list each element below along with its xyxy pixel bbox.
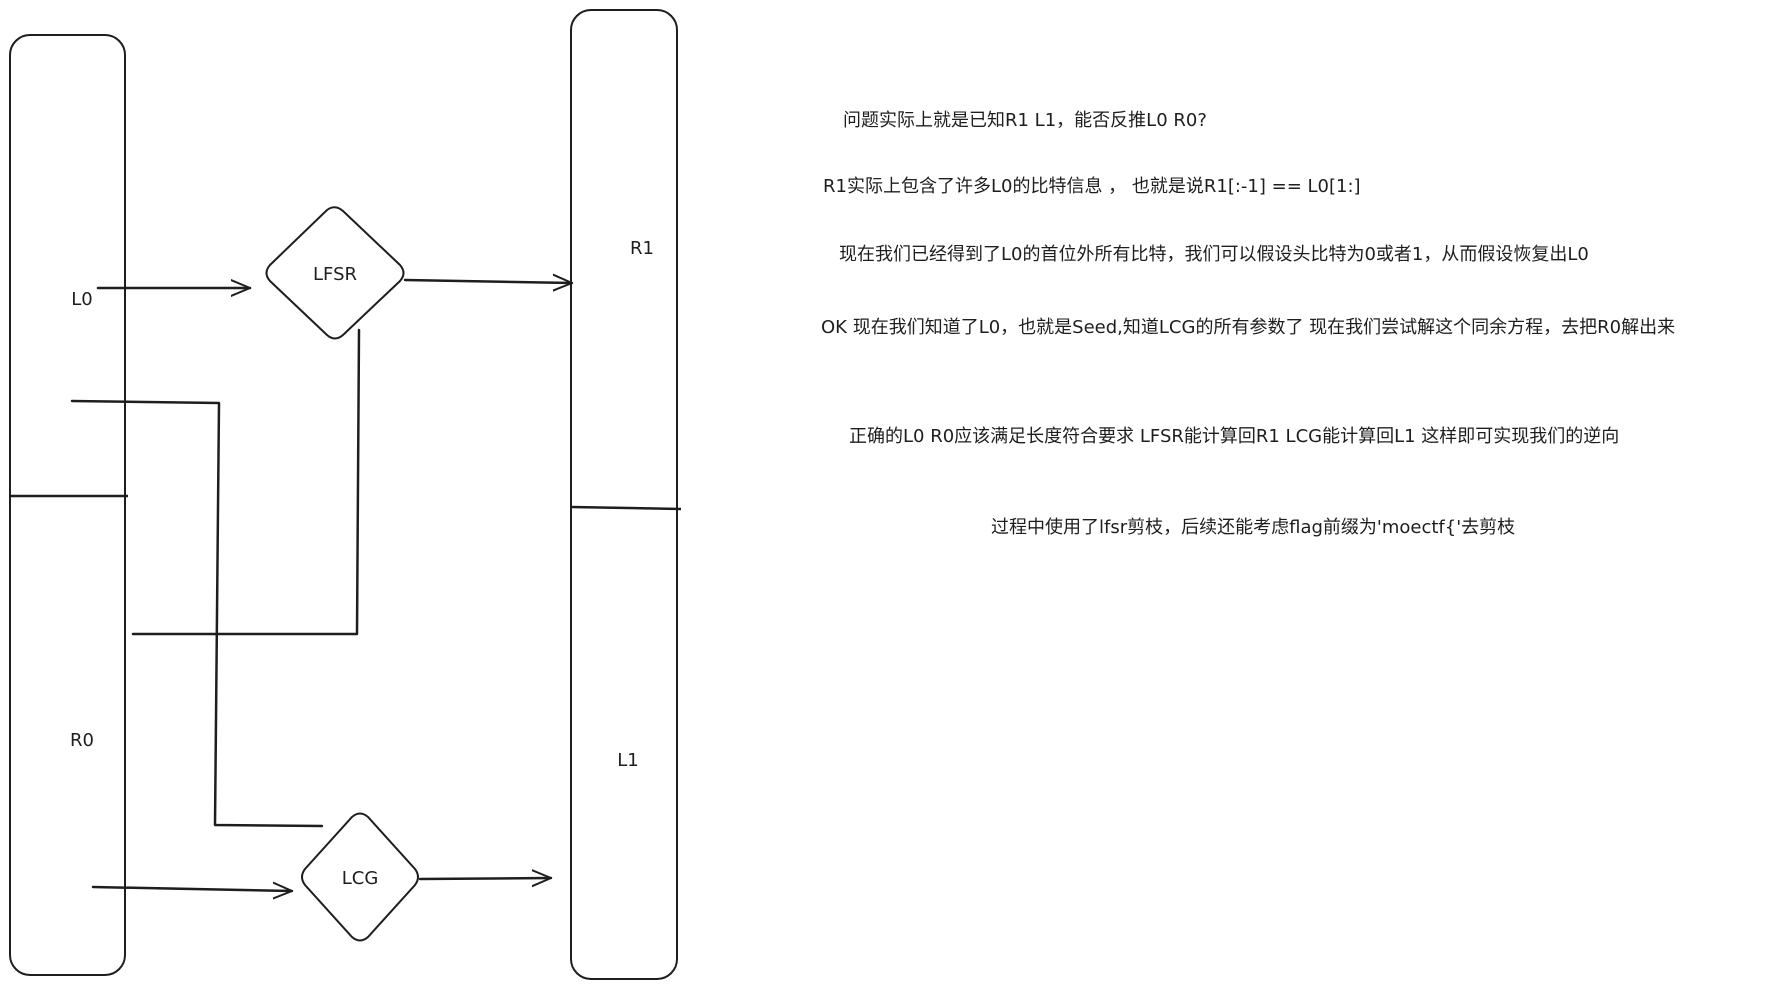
left-block: L0 R0	[9, 34, 128, 976]
right-bottom-label: L1	[617, 750, 638, 771]
lfsr-node: LFSR	[265, 206, 405, 340]
right-top-label: R1	[630, 238, 654, 259]
arrow-lcg-to-l1	[418, 878, 553, 879]
left-bottom-label: R0	[70, 730, 94, 751]
note-4: OK 现在我们知道了L0，也就是Seed,知道LCG的所有参数了 现在我们尝试解…	[821, 317, 1676, 338]
arrow-lfsr-to-r1	[403, 280, 574, 283]
note-2: R1实际上包含了许多L0的比特信息 ， 也就是说R1[:-1] == L0[1:…	[823, 176, 1361, 197]
right-block-divider	[570, 505, 682, 511]
left-top-label: L0	[71, 289, 92, 310]
lcg-node: LCG	[301, 812, 419, 942]
note-3: 现在我们已经得到了L0的首位外所有比特，我们可以假设头比特为0或者1，从而假设恢…	[839, 244, 1589, 265]
connector-l0-to-lcg	[70, 399, 324, 828]
note-1: 问题实际上就是已知R1 L1，能否反推L0 R0?	[843, 110, 1207, 131]
right-block: R1 L1	[570, 9, 682, 980]
lcg-label: LCG	[342, 868, 379, 889]
arrow-r0-to-lcg	[91, 887, 294, 891]
note-6: 过程中使用了lfsr剪枝，后续还能考虑flag前缀为'moectf{'去剪枝	[991, 517, 1516, 538]
connector-lfsr-to-r0	[131, 328, 361, 636]
lfsr-label: LFSR	[313, 264, 357, 285]
note-5: 正确的L0 R0应该满足长度符合要求 LFSR能计算回R1 LCG能计算回L1 …	[849, 426, 1620, 447]
